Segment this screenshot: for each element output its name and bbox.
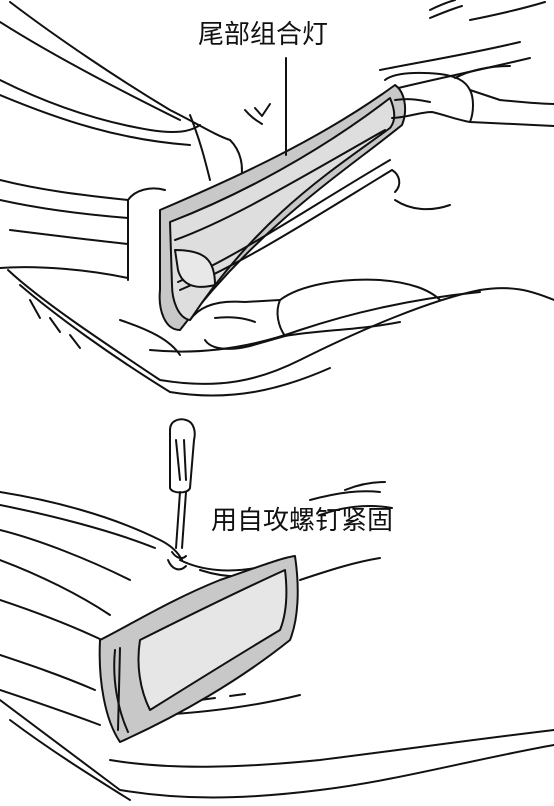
bottom-panel — [0, 418, 554, 801]
lower-hand — [189, 199, 451, 350]
screwdriver — [167, 418, 196, 571]
callout-label-self-tapping-screws: 用自攻螺钉紧固 — [211, 506, 394, 536]
car-body-bottom — [0, 481, 554, 801]
car-body-top — [0, 0, 554, 397]
upper-hand — [384, 65, 554, 127]
top-panel — [0, 0, 554, 397]
tail-lamp-assembly — [158, 84, 407, 331]
lamp-bottom — [98, 555, 299, 743]
callout-label-rear-combination-lamp: 尾部组合灯 — [198, 20, 329, 50]
